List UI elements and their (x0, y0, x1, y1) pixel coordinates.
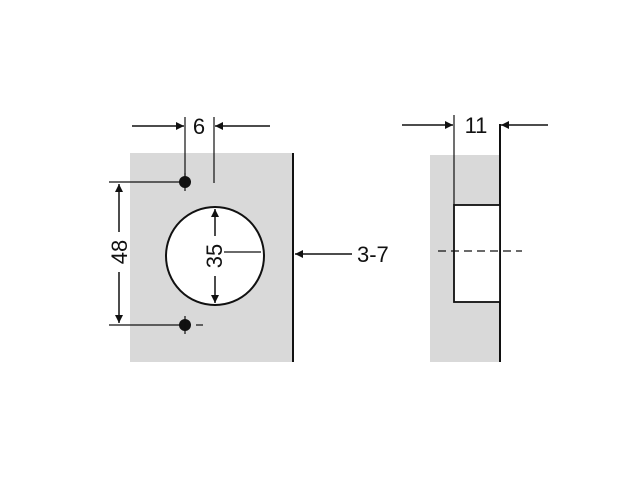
dim-overlay-label: 3-7 (357, 242, 389, 267)
dim-cup-diameter-label: 35 (202, 244, 227, 268)
dim-hole-offset-label: 6 (193, 114, 205, 139)
dimension-hole-spacing: 48 (107, 181, 180, 326)
front-view: 6 48 35 3-7 (107, 114, 389, 362)
cup-pocket (453, 204, 501, 303)
dimension-cup-depth: 11 (402, 113, 548, 205)
dimension-overlay: 3-7 (295, 242, 389, 267)
dimension-hole-offset: 6 (132, 114, 270, 183)
dim-hole-spacing-label: 48 (107, 240, 132, 264)
side-view: 11 (402, 113, 548, 362)
cup-hole (165, 206, 265, 306)
dimension-cup-diameter: 35 (202, 209, 261, 303)
dim-cup-depth-label: 11 (465, 113, 488, 138)
